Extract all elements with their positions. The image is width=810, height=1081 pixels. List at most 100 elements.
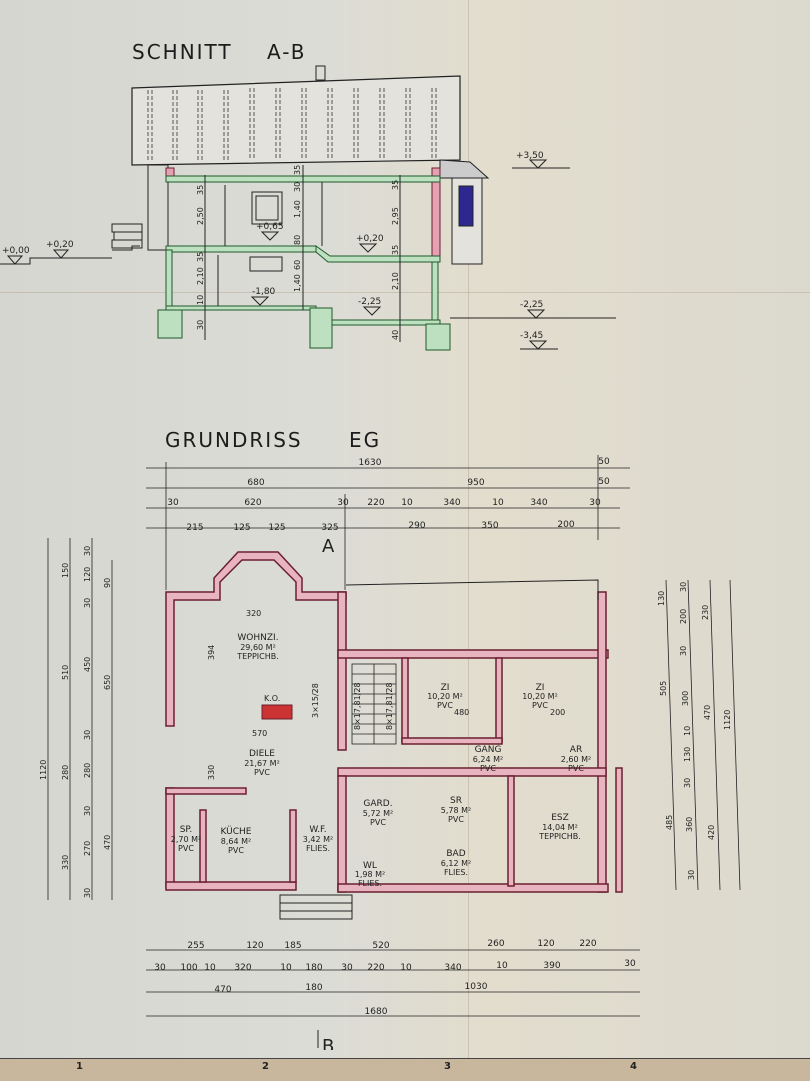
dim-label: 325 [321,523,338,533]
dim-label: 40 [391,330,400,340]
room-floor: FLIES. [306,844,330,853]
dim-label: 10 [280,963,292,973]
stair-label: 8×17,81/28 [385,682,394,730]
dim-label: 340 [443,498,460,508]
dim-label: 30 [196,320,205,330]
section-drawing: +0,00 +0,20 +0,65 +0,20 +3,50 -1,80 -2,2… [0,65,616,351]
room-floor: TEPPICHB. [236,652,279,661]
dim-label: 30 [83,888,92,898]
room-name: WOHNZI. [237,633,278,643]
dim-label: 290 [408,521,425,531]
dim-label: 280 [61,765,70,780]
dim-label: 260 [487,939,504,949]
level-label: +0,00 [2,246,30,256]
dim-label: 185 [284,941,301,951]
dim-label: 30 [337,498,349,508]
room-name: SP. [180,825,193,835]
dim-label: 150 [61,563,70,578]
room-floor: PVC [480,764,496,773]
room-floor: PVC [228,846,244,855]
dim-label: 1,40 [293,200,302,218]
dim-label: 35 [293,165,302,175]
level-label: +0,20 [46,240,74,250]
dim-label: 180 [305,983,322,993]
room-area: 2,70 M² [171,835,201,844]
room-floor: PVC [448,815,464,824]
dim-label: 1680 [365,1007,388,1017]
level-label: -1,80 [252,287,276,297]
dim-label: 35 [196,185,205,195]
dim-label: 2,10 [196,267,205,285]
dim-label: 330 [61,855,70,870]
dim-label: 340 [444,963,461,973]
stair-label: 3×15/28 [311,683,320,718]
dim-label: 300 [681,691,690,706]
dim-label: 470 [214,985,231,995]
dim-label: 10 [492,498,504,508]
dim-label: 30 [679,646,688,656]
dim-label: 520 [372,941,389,951]
room-name: AR [570,745,582,755]
room-name: GANG [475,745,502,755]
dim-label: 2,95 [391,207,400,225]
dim-label: 60 [293,260,302,270]
plan-label: EG [348,428,382,452]
dim-label: 30 [624,959,636,969]
room-area: 6,12 M² [441,859,471,868]
dim-label: 320 [234,963,251,973]
dim-label: 10 [496,961,508,971]
room-name: ESZ [551,813,569,823]
room-area: 6,24 M² [473,755,503,764]
plan-title: GRUNDRISS EG [165,428,381,452]
room-floor: PVC [437,701,453,710]
dim-label: 125 [233,523,250,533]
stair-label: 8×17,81/28 [353,682,362,730]
dim-label: 220 [367,498,384,508]
dim-label: 125 [268,523,285,533]
dim-label: 130 [683,747,692,762]
room-name: BAD [446,849,465,859]
dim-label: 30 [679,582,688,592]
room-area: 5,78 M² [441,806,471,815]
dim-label: 10 [401,498,413,508]
plan-title-text: GRUNDRISS [165,428,303,452]
dim-label: 394 [207,645,216,660]
room-area: 10,20 M² [427,692,463,701]
grid-column-label: 3 [444,1061,451,1072]
room-floor: PVC [178,844,194,853]
dim-label: 50 [598,457,610,467]
room-name: W.F. [309,825,326,835]
dim-label: 320 [246,609,261,618]
room-name: SR [450,796,462,806]
room-area: 2,60 M² [561,755,591,764]
level-label: -2,25 [358,297,381,307]
dim-label: 450 [83,657,92,672]
dim-label: 360 [685,817,694,832]
dim-label: 30 [167,498,179,508]
ko-label: K.O. [264,694,280,703]
dim-label: 330 [207,765,216,780]
dim-label: 30 [154,963,166,973]
room-name: GARD. [363,799,392,809]
dim-label: 570 [252,729,267,738]
dim-label: 2,10 [391,272,400,290]
section-title: SCHNITT A-B [132,40,306,64]
room-area: 10,20 M² [522,692,558,701]
dim-label: 1,40 [293,274,302,292]
dim-label: 230 [701,605,710,620]
room-floor: PVC [532,701,548,710]
room-area: 29,60 M² [240,643,276,652]
dim-label: 220 [367,963,384,973]
dim-label: 200 [557,520,574,530]
dim-label: 620 [244,498,261,508]
dim-label: 30 [83,546,92,556]
room-area: 8,64 M² [221,837,251,846]
dim-label: 90 [103,578,112,588]
dim-label: 10 [683,726,692,736]
level-label: -3,45 [520,331,543,341]
dim-label: 1120 [39,760,48,780]
dim-label: 390 [543,961,560,971]
room-name: ZI [441,683,450,693]
dim-label: 30 [683,778,692,788]
section-marker-b: B [322,1036,334,1050]
